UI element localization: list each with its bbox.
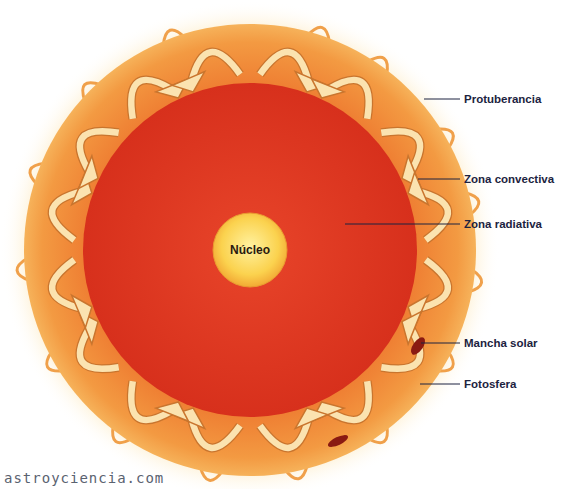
core-circle: Núcleo: [212, 212, 288, 288]
convection-arrow: [80, 327, 119, 368]
convection-arrow: [381, 131, 420, 172]
convection-arrow: [327, 80, 368, 119]
convection-arrow: [80, 131, 119, 172]
part-label: Mancha solar: [464, 337, 538, 349]
sunspot: [408, 335, 428, 357]
arrow-head: [172, 72, 204, 92]
arrow-head: [312, 79, 345, 98]
watermark: astroyciencia.com: [4, 470, 164, 486]
convection-arrow: [131, 80, 172, 119]
part-label: Protuberancia: [464, 93, 541, 105]
convection-arrow: [381, 131, 420, 172]
convection-arrow: [80, 327, 119, 368]
arrow-head: [408, 172, 428, 204]
convection-arrow: [327, 381, 368, 420]
leader-lines: [345, 99, 460, 384]
arrow-head: [79, 156, 98, 189]
convection-arrow: [131, 381, 172, 420]
part-label: Zona radiativa: [464, 218, 542, 230]
convection-arrow: [327, 381, 368, 420]
convection-arrow: [131, 381, 172, 420]
sunspot: [326, 433, 349, 450]
arrow-head: [156, 402, 189, 421]
convection-arrow: [327, 80, 368, 119]
core-label: Núcleo: [230, 243, 270, 257]
part-label: Fotosfera: [464, 378, 516, 390]
arrow-head: [295, 408, 327, 428]
part-label: Zona convectiva: [464, 173, 554, 185]
arrow-head: [72, 295, 92, 327]
convection-arrow: [131, 80, 172, 119]
convection-arrow: [80, 131, 119, 172]
sun-glow: [0, 0, 500, 489]
photosphere-disk: [24, 24, 476, 476]
radiative-zone: [83, 83, 417, 417]
convection-arrows: [52, 52, 448, 448]
